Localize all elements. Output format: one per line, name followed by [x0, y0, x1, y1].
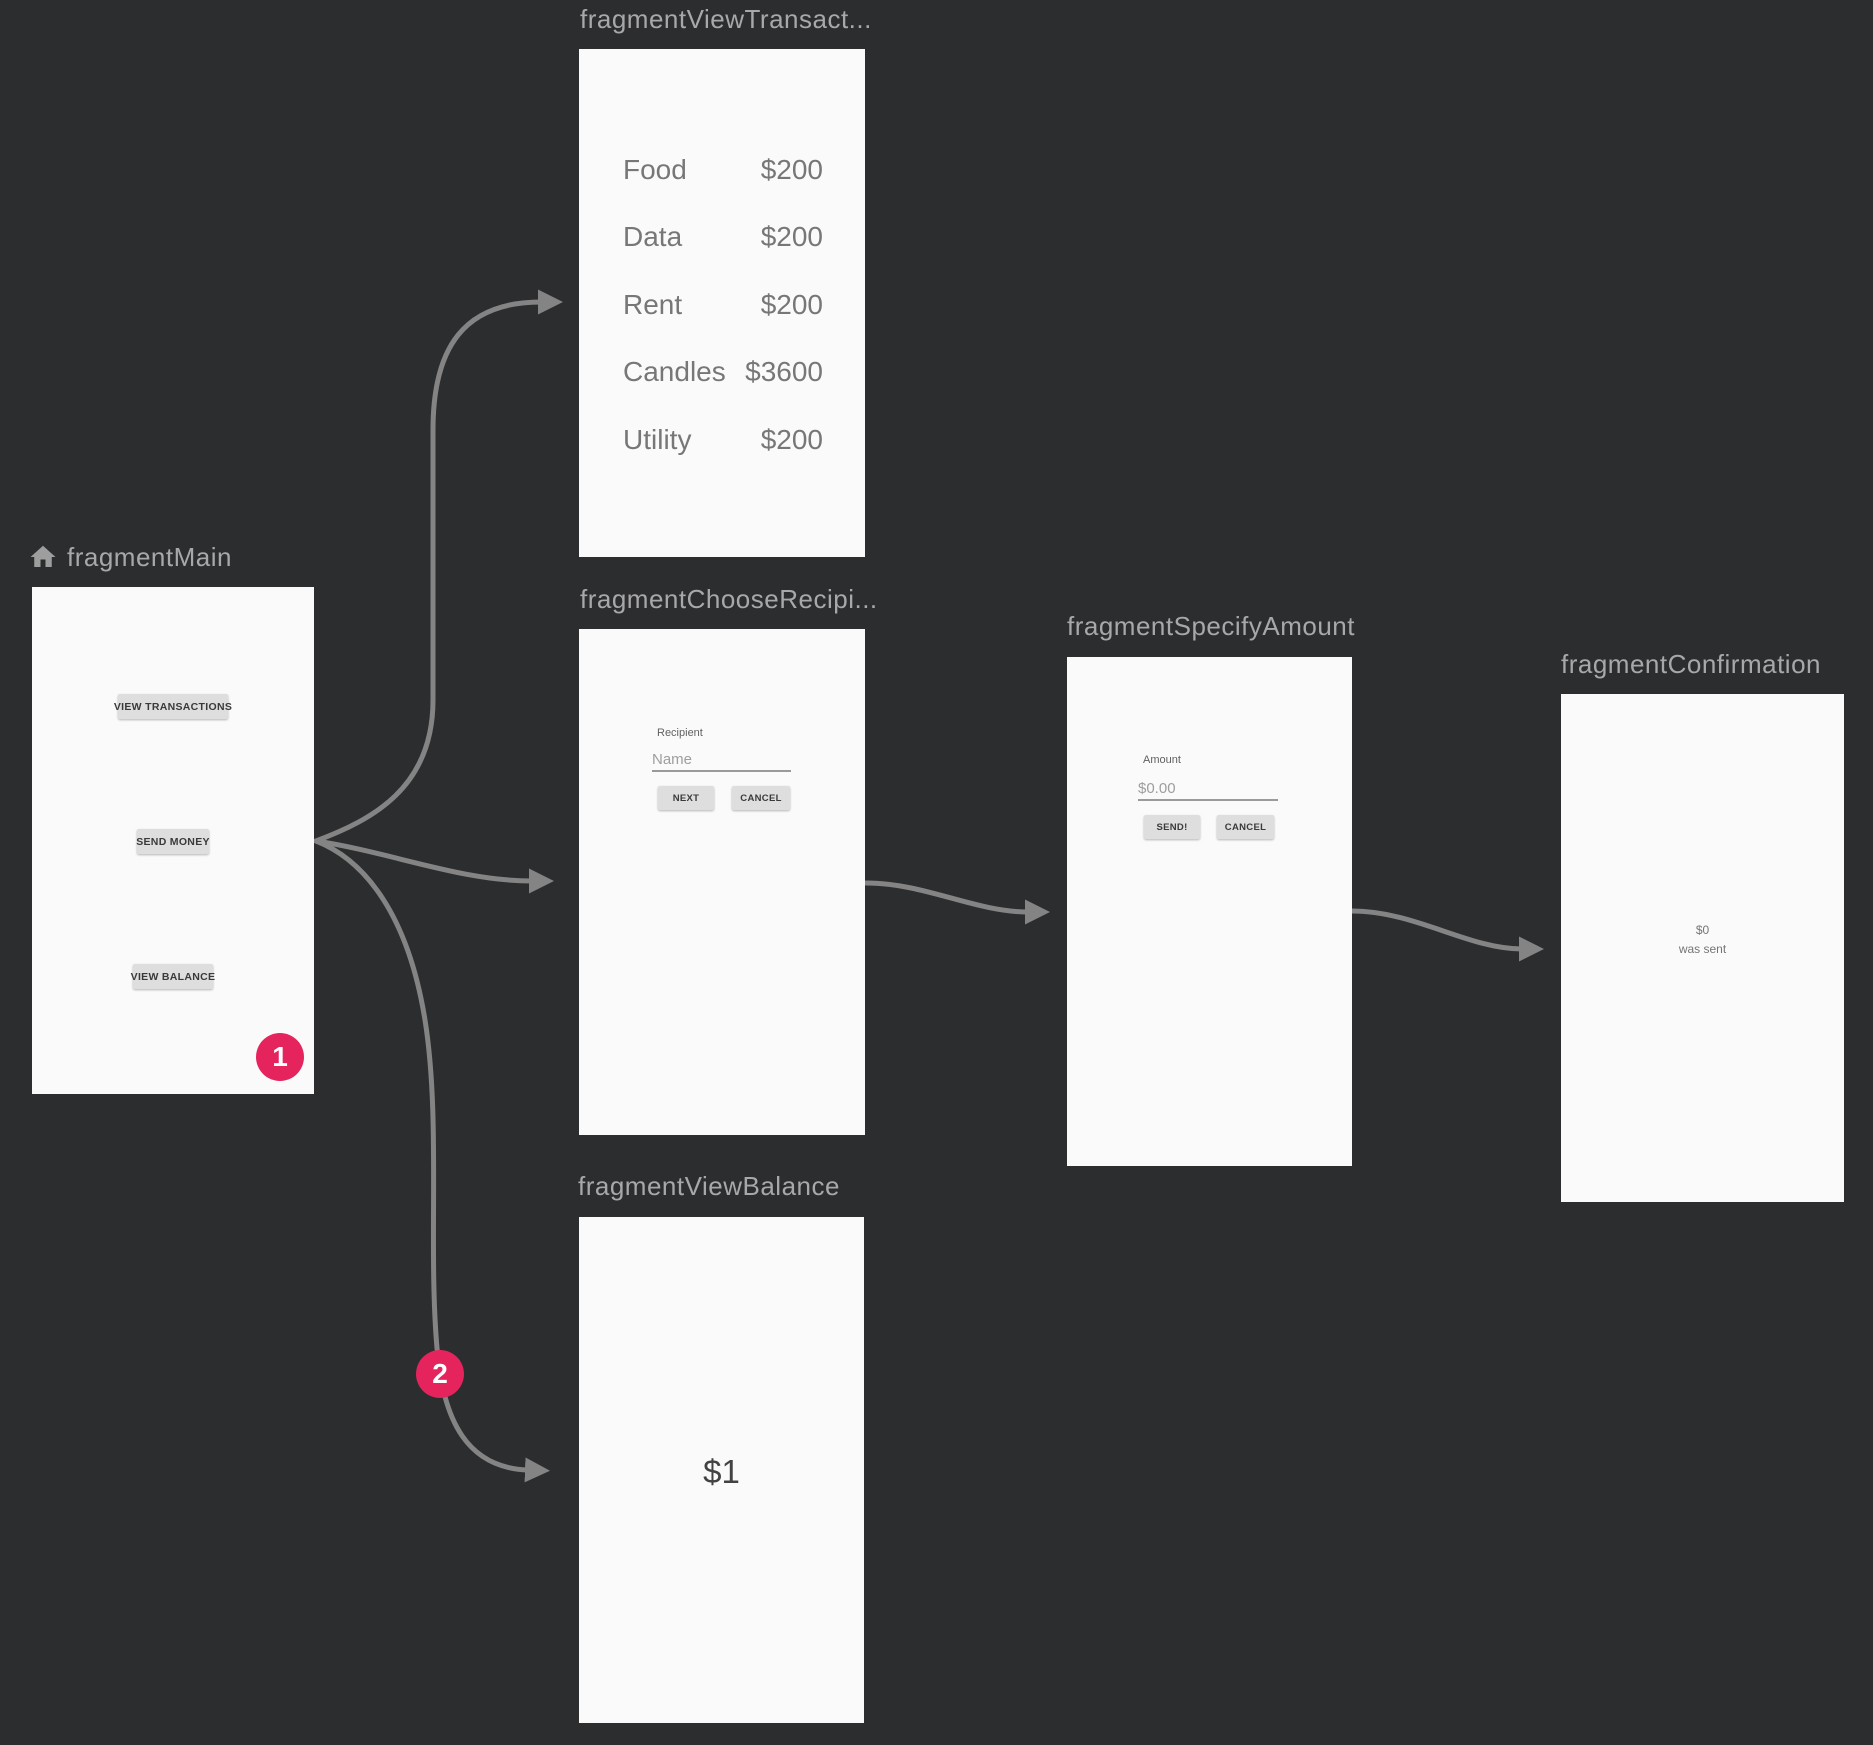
- fragment-label-viewtransactions: fragmentViewTransact...: [580, 4, 872, 34]
- view-balance-button: VIEW BALANCE: [131, 964, 215, 989]
- action-arrow-main-to-chooserecipient[interactable]: [313, 838, 554, 894]
- next-button: NEXT: [658, 786, 714, 810]
- fragment-preview-specifyamount[interactable]: Amount $0.00 SEND! CANCEL: [1067, 657, 1352, 1166]
- transaction-name: Rent: [623, 289, 683, 320]
- transaction-amount: $200: [760, 154, 823, 185]
- transaction-name: Data: [623, 221, 683, 252]
- transaction-row: Candles $3600: [623, 355, 823, 389]
- action-arrow-specifyamount-to-confirmation[interactable]: [1349, 908, 1544, 962]
- cancel-button: CANCEL: [1217, 815, 1274, 839]
- confirmation-amount-text: $0: [1695, 923, 1710, 937]
- recipient-field-label: Recipient: [657, 727, 703, 739]
- transaction-amount: $200: [760, 289, 823, 320]
- home-icon: [30, 545, 56, 567]
- send-button: SEND!: [1144, 815, 1200, 839]
- fragment-preview-main[interactable]: VIEW TRANSACTIONS SEND MONEY VIEW BALANC…: [32, 587, 314, 1094]
- fragment-label-specifyamount: fragmentSpecifyAmount: [1067, 611, 1355, 641]
- recipient-name-input: Name: [652, 751, 693, 768]
- action-arrow-main-to-viewbalance[interactable]: [313, 838, 550, 1483]
- fragment-preview-confirmation[interactable]: $0 was sent: [1561, 694, 1844, 1202]
- fragment-preview-viewbalance[interactable]: $1: [579, 1217, 864, 1723]
- transaction-name: Candles: [623, 356, 726, 387]
- transaction-amount: $3600: [745, 356, 823, 387]
- transaction-name: Food: [623, 154, 687, 185]
- transaction-amount: $200: [760, 221, 823, 252]
- fragment-label-main: fragmentMain: [67, 542, 232, 572]
- fragment-label-chooserecipient: fragmentChooseRecipi...: [580, 584, 878, 614]
- amount-input-underline: [1138, 799, 1278, 801]
- view-transactions-button: VIEW TRANSACTIONS: [114, 694, 232, 719]
- action-arrow-main-to-viewtransactions[interactable]: [313, 289, 563, 844]
- amount-field-label: Amount: [1143, 754, 1181, 766]
- transaction-row: Rent $200: [623, 288, 823, 322]
- transaction-name: Utility: [623, 424, 692, 455]
- callout-badge-1: 1: [256, 1033, 304, 1081]
- balance-amount-text: $1: [703, 1453, 740, 1490]
- fragment-main-header: fragmentMain: [28, 541, 232, 573]
- transaction-row: Data $200: [623, 220, 823, 254]
- recipient-input-underline: [652, 770, 791, 772]
- transaction-row: Utility $200: [623, 423, 823, 457]
- fragment-preview-viewtransactions[interactable]: Food $200 Data $200 Rent $200 Candles $3…: [579, 49, 865, 557]
- transaction-amount: $200: [760, 424, 823, 455]
- action-arrow-chooserecipient-to-specifyamount[interactable]: [863, 880, 1050, 925]
- fragment-label-viewbalance: fragmentViewBalance: [578, 1171, 840, 1201]
- callout-badge-2: 2: [416, 1350, 464, 1398]
- fragment-label-confirmation: fragmentConfirmation: [1561, 649, 1821, 679]
- fragment-preview-chooserecipient[interactable]: Recipient Name NEXT CANCEL: [579, 629, 865, 1135]
- confirmation-message-text: was sent: [1678, 942, 1727, 956]
- send-money-button: SEND MONEY: [136, 829, 209, 854]
- cancel-button: CANCEL: [732, 786, 790, 810]
- transaction-row: Food $200: [623, 153, 823, 187]
- amount-input: $0.00: [1138, 780, 1176, 797]
